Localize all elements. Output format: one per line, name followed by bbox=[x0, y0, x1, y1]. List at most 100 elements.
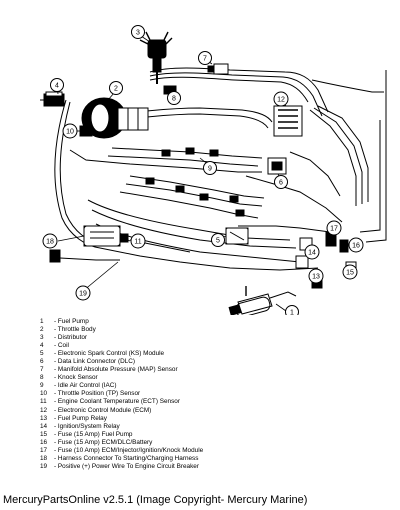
callout-10: 10 bbox=[62, 123, 78, 139]
legend-text: - Coil bbox=[54, 342, 69, 350]
legend-item: 14 - Ignition/System Relay bbox=[40, 423, 340, 431]
legend-number: 1 bbox=[40, 318, 44, 325]
svg-text:2: 2 bbox=[114, 86, 118, 93]
legend-item: 3- Distributor bbox=[40, 334, 340, 342]
legend-number: 5 bbox=[40, 350, 44, 358]
legend-text: - Ignition/System Relay bbox=[54, 422, 120, 430]
legend-number: 3 bbox=[40, 334, 44, 342]
wiring-harness-diagram: 1 2 3 4 5 6 7 8 9 10 11 12 13 14 15 16 1… bbox=[40, 25, 387, 316]
legend-number: 13 bbox=[40, 414, 48, 422]
svg-text:12: 12 bbox=[277, 97, 285, 104]
callout-12: 12 bbox=[273, 91, 289, 107]
throttle-body bbox=[81, 97, 149, 139]
svg-text:4: 4 bbox=[55, 83, 59, 90]
svg-text:8: 8 bbox=[172, 96, 176, 103]
legend-text: - Harness Connector To Starting/Charging… bbox=[54, 454, 199, 462]
svg-text:10: 10 bbox=[66, 129, 74, 136]
legend-text: - Fuse (10 Amp) ECM/Injector/Ignition/Kn… bbox=[54, 446, 204, 454]
knock-module bbox=[225, 227, 249, 245]
legend-text: - Fuel Pump bbox=[54, 318, 89, 325]
legend-number: 9 bbox=[40, 382, 44, 390]
legend-number: 18 bbox=[40, 454, 48, 462]
fuel-pump bbox=[228, 286, 297, 315]
callout-7: 7 bbox=[198, 51, 212, 65]
svg-text:14: 14 bbox=[308, 250, 316, 257]
legend-text: - Data Link Connector (DLC) bbox=[54, 358, 135, 366]
callouts: 1 2 3 4 5 6 7 8 9 10 11 12 13 14 15 16 1… bbox=[42, 25, 364, 316]
callout-13: 13 bbox=[308, 268, 324, 284]
legend-number: 8 bbox=[40, 374, 44, 382]
data-link-connector bbox=[267, 157, 287, 175]
legend-number: 17 bbox=[40, 446, 48, 454]
legend-item: 5 - Electronic Spark Control (KS) Module bbox=[40, 350, 340, 358]
legend-number: 4 bbox=[40, 342, 44, 350]
callout-15: 15 bbox=[342, 264, 358, 280]
legend-item: 2 - Throttle Body bbox=[40, 326, 340, 334]
legend-item: 18 - Harness Connector To Starting/Chargi… bbox=[40, 455, 340, 463]
legend-text: - Fuse (15 Amp) ECM/DLC/Battery bbox=[54, 438, 153, 446]
legend-item: 11 - Engine Coolant Temperature (ECT) Sen… bbox=[40, 398, 340, 406]
legend-item: 8 - Knock Sensor bbox=[40, 374, 340, 382]
svg-text:6: 6 bbox=[279, 180, 283, 187]
ecm-connector bbox=[273, 105, 303, 137]
copyright-footer: MercuryPartsOnline v2.5.1 (Image Copyrig… bbox=[3, 494, 308, 506]
svg-text:13: 13 bbox=[312, 274, 320, 281]
legend-number: 10 bbox=[40, 390, 48, 398]
legend-text: - Idle Air Control (IAC) bbox=[54, 382, 117, 390]
legend-number: 7 bbox=[40, 366, 44, 374]
callout-11: 11 bbox=[130, 233, 146, 249]
callout-18: 18 bbox=[42, 233, 58, 249]
legend-number: 15 bbox=[40, 430, 48, 438]
parts-legend: 1 - Fuel Pump 2 - Throttle Body 3- Distrib… bbox=[40, 318, 340, 471]
legend-text: - Manifold Absolute Pressure (MAP) Senso… bbox=[54, 366, 178, 374]
callout-16: 16 bbox=[348, 237, 364, 253]
legend-text: - Throttle Body bbox=[54, 326, 96, 334]
legend-text: - Fuse (15 Amp) Fuel Pump bbox=[54, 430, 133, 438]
legend-item: 9 - Idle Air Control (IAC) bbox=[40, 382, 340, 390]
legend-number: 2 bbox=[40, 326, 44, 334]
svg-text:7: 7 bbox=[203, 56, 207, 63]
svg-text:17: 17 bbox=[330, 226, 338, 233]
harness-connector bbox=[49, 225, 121, 263]
svg-text:18: 18 bbox=[46, 239, 54, 246]
distributor bbox=[139, 31, 173, 84]
svg-text:19: 19 bbox=[79, 291, 87, 298]
callout-5: 5 bbox=[211, 233, 225, 247]
svg-text:3: 3 bbox=[136, 30, 140, 37]
legend-item: 15 - Fuse (15 Amp) Fuel Pump bbox=[40, 431, 340, 439]
callout-2: 2 bbox=[109, 81, 123, 95]
legend-item: 1 - Fuel Pump bbox=[40, 318, 340, 326]
legend-item: 10 - Throttle Position (TP) Sensor bbox=[40, 390, 340, 398]
legend-text: - Engine Coolant Temperature (ECT) Senso… bbox=[54, 398, 180, 406]
callout-1: 1 bbox=[285, 305, 299, 316]
callout-4: 4 bbox=[50, 78, 64, 92]
legend-item: 13 - Fuel Pump Relay bbox=[40, 415, 340, 423]
legend-item: 12- Electronic Control Module (ECM) bbox=[40, 407, 340, 415]
legend-number: 11 bbox=[40, 398, 47, 406]
injector-connectors bbox=[145, 147, 245, 217]
map-sensor bbox=[207, 63, 229, 75]
relays-fuses bbox=[295, 231, 357, 289]
legend-number: 19 bbox=[40, 462, 48, 470]
legend-number: 12 bbox=[40, 406, 48, 414]
callout-19: 19 bbox=[75, 285, 91, 301]
svg-text:11: 11 bbox=[134, 239, 141, 246]
svg-text:1: 1 bbox=[290, 310, 294, 316]
coil bbox=[40, 91, 65, 107]
legend-number: 6 bbox=[40, 358, 44, 366]
legend-item: 4 - Coil bbox=[40, 342, 340, 350]
callout-3: 3 bbox=[131, 25, 145, 39]
legend-item: 7 - Manifold Absolute Pressure (MAP) Sens… bbox=[40, 366, 340, 374]
legend-item: 6 - Data Link Connector (DLC) bbox=[40, 358, 340, 366]
svg-text:15: 15 bbox=[346, 270, 354, 277]
legend-item: 19- Positive (+) Power Wire To Engine Ci… bbox=[40, 463, 340, 471]
legend-number: 16 bbox=[40, 438, 48, 446]
callout-8: 8 bbox=[167, 91, 181, 105]
legend-text: - Fuel Pump Relay bbox=[54, 414, 107, 422]
legend-number: 14 bbox=[40, 422, 48, 430]
legend-text: - Throttle Position (TP) Sensor bbox=[54, 390, 141, 398]
legend-text: - Knock Sensor bbox=[54, 374, 98, 382]
callout-17: 17 bbox=[326, 220, 342, 236]
callout-9: 9 bbox=[203, 161, 217, 175]
legend-text: - Electronic Spark Control (KS) Module bbox=[54, 350, 165, 358]
